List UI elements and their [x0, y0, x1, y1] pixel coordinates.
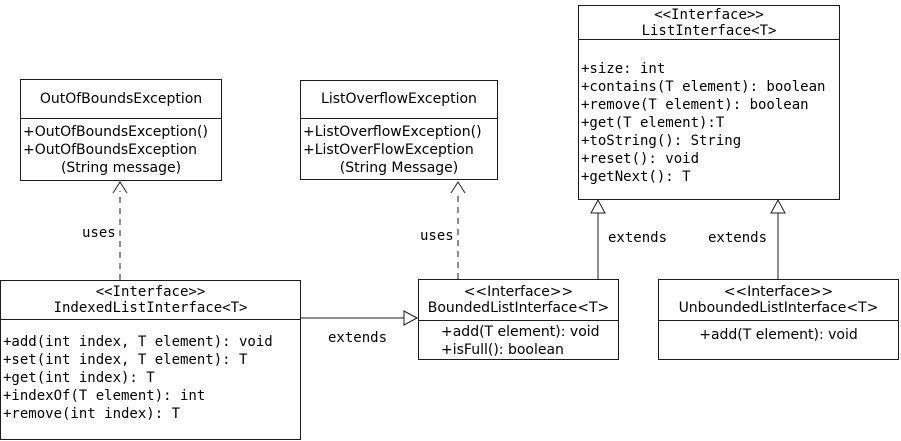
- class-title: <<Interface>> ListInterface<T>: [579, 6, 839, 40]
- class-title: <<Interface>> IndexedListInterface<T>: [1, 281, 300, 320]
- uses-label-indexed: uses: [82, 225, 116, 241]
- class-list-overflow-exception: ListOverflowException +ListOverflowExcep…: [300, 80, 498, 180]
- member-row: +size: int: [581, 61, 666, 77]
- hollow-triangle-icon: [770, 198, 786, 214]
- member-row: +getNext(): T: [581, 169, 691, 185]
- open-arrowhead-icon: [450, 181, 466, 194]
- uses-label-bounded: uses: [420, 228, 454, 244]
- member-row: +get(T element):T: [581, 115, 725, 131]
- member-row: +OutOfBoundsException(): [23, 124, 208, 140]
- member-row: +toString(): String: [581, 133, 742, 149]
- class-name: ListInterface<T>: [641, 23, 777, 39]
- member-row: +reset(): void: [581, 151, 700, 167]
- member-row: +contains(T element): boolean: [581, 79, 826, 95]
- member-row: +remove(int index): T: [3, 406, 181, 422]
- class-stereotype: <<Interface>>: [95, 284, 206, 300]
- class-bounded-list-interface: <<Interface>> BoundedListInterface<T> +a…: [418, 279, 619, 360]
- class-title: ListOverflowException: [301, 81, 497, 119]
- member-row: +indexOf(T element): int: [3, 388, 206, 404]
- class-members: +add(int index, T element): void +set(in…: [1, 320, 300, 423]
- class-title: <<Interface>> UnboundedListInterface<T>: [659, 280, 898, 321]
- class-members: +add(T element): void: [659, 321, 898, 344]
- member-row: +get(int index): T: [3, 370, 155, 386]
- class-stereotype: <<Interface>>: [654, 7, 764, 23]
- open-arrowhead-icon: [112, 181, 128, 194]
- member-row: +remove(T element): boolean: [581, 97, 809, 113]
- member-row: +isFull(): boolean: [441, 342, 564, 358]
- member-row: (String message): [60, 160, 182, 176]
- member-row: +add(T element): void: [441, 324, 600, 340]
- member-row: +OutOfBoundsException: [23, 142, 198, 158]
- hollow-triangle-icon: [590, 198, 606, 214]
- class-members: +OutOfBoundsException() +OutOfBoundsExce…: [21, 119, 221, 177]
- class-indexed-list-interface: <<Interface>> IndexedListInterface<T> +a…: [0, 280, 301, 440]
- class-title: OutOfBoundsException: [21, 80, 221, 119]
- class-out-of-bounds-exception: OutOfBoundsException +OutOfBoundsExcepti…: [20, 79, 222, 181]
- extends-label-bounded: extends: [608, 230, 668, 246]
- hollow-triangle-icon: [403, 310, 419, 326]
- class-name: OutOfBoundsException: [39, 91, 203, 107]
- extends-label-indexed: extends: [328, 330, 388, 346]
- member-row: +set(int index, T element): T: [3, 352, 248, 368]
- class-name: BoundedListInterface<T>: [427, 300, 610, 316]
- member-row: +ListOverFlowException: [303, 142, 474, 158]
- class-name: UnboundedListInterface<T>: [678, 300, 879, 316]
- class-members: +add(T element): void +isFull(): boolean: [419, 321, 618, 359]
- member-row: +add(int index, T element): void: [3, 334, 273, 350]
- member-row: (String Message): [339, 160, 459, 176]
- class-unbounded-list-interface: <<Interface>> UnboundedListInterface<T> …: [658, 279, 899, 360]
- class-title: <<Interface>> BoundedListInterface<T>: [419, 280, 618, 321]
- class-name: IndexedListInterface<T>: [53, 300, 248, 316]
- member-row: +ListOverflowException(): [303, 124, 482, 140]
- extends-label-unbounded: extends: [708, 230, 768, 246]
- class-list-interface: <<Interface>> ListInterface<T> +size: in…: [578, 5, 840, 200]
- class-members: +size: int +contains(T element): boolean…: [579, 40, 839, 186]
- member-row: +add(T element): void: [699, 327, 858, 343]
- class-members: +ListOverflowException() +ListOverFlowEx…: [301, 119, 497, 177]
- class-stereotype: <<Interface>>: [723, 284, 834, 300]
- class-name: ListOverflowException: [321, 91, 477, 107]
- class-stereotype: <<Interface>>: [463, 284, 574, 300]
